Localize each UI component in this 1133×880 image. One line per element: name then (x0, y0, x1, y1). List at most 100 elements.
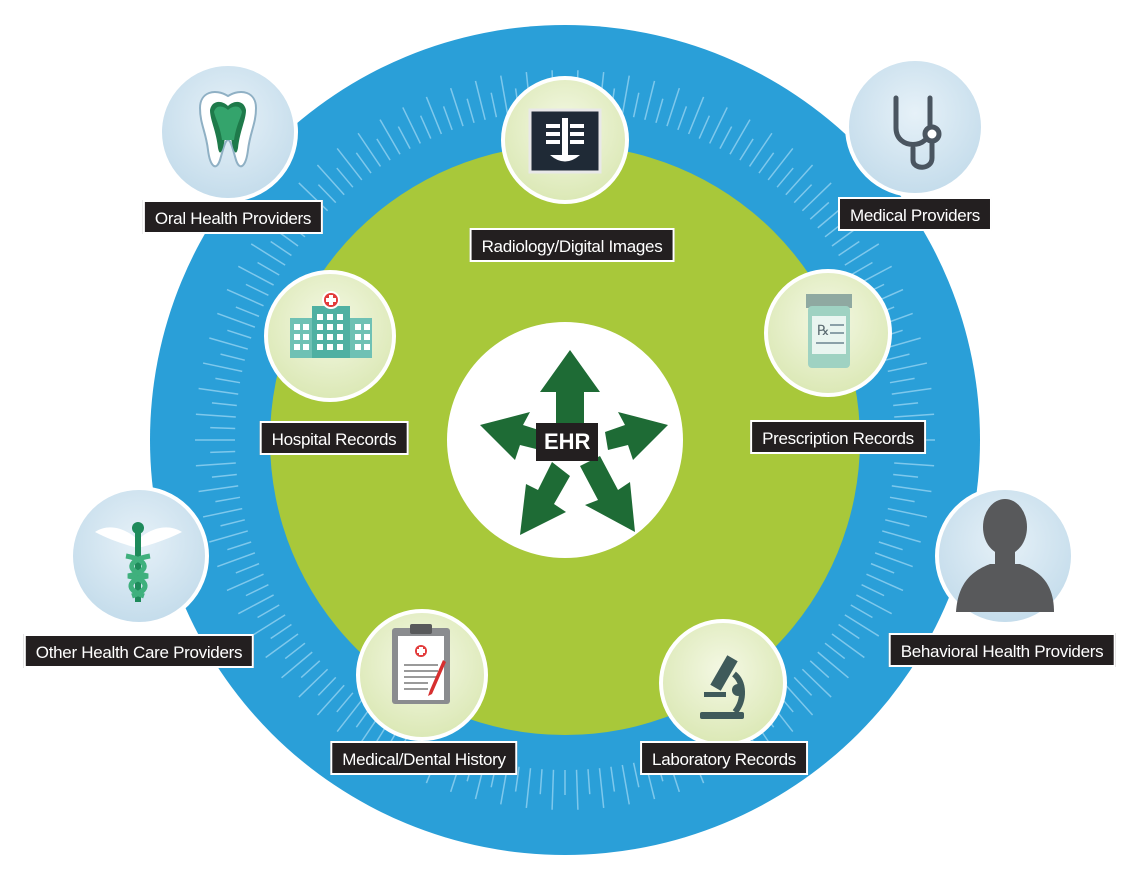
label-laboratory: Laboratory Records (640, 741, 808, 775)
ring-tick (250, 614, 286, 637)
clipboard-icon (392, 624, 450, 704)
ring-tick (729, 119, 751, 155)
ring-tick (226, 288, 264, 307)
ring-tick (235, 306, 260, 318)
microscope-icon (700, 655, 745, 719)
ring-tick (587, 769, 591, 795)
ring-tick (227, 329, 252, 339)
ring-tick (894, 462, 935, 467)
ring-tick (514, 766, 520, 792)
ring-tick (198, 387, 239, 395)
ring-tick (838, 623, 860, 640)
ring-tick (500, 75, 509, 116)
ring-tick (270, 623, 292, 640)
ring-tick (336, 167, 354, 188)
ring-tick (893, 402, 919, 407)
ring-tick (887, 362, 928, 373)
ring-tick (598, 768, 605, 809)
node-laboratory[interactable] (659, 619, 787, 747)
ring-tick (844, 614, 880, 637)
ring-tick (316, 684, 345, 716)
label-hospital: Hospital Records (259, 421, 409, 455)
ring-tick (209, 530, 248, 543)
ring-tick (621, 764, 630, 805)
ring-tick (632, 92, 640, 118)
ring-tick (698, 115, 711, 139)
label-prescription: Prescription Records (750, 420, 926, 454)
label-oral-health: Oral Health Providers (142, 200, 324, 234)
node-radiology[interactable] (501, 76, 629, 204)
ring-tick (237, 594, 274, 615)
node-other-providers[interactable] (69, 486, 209, 626)
ring-tick (817, 651, 849, 679)
ring-tick (793, 184, 813, 204)
node-medical-history[interactable] (356, 609, 488, 741)
ring-tick (316, 164, 345, 196)
ring-tick (539, 769, 543, 795)
ring-tick (758, 152, 775, 174)
ring-tick (632, 762, 640, 788)
ring-tick (449, 87, 464, 127)
ring-tick (202, 362, 243, 373)
ring-tick (245, 583, 269, 597)
ring-tick (878, 541, 903, 551)
ring-tick (211, 473, 237, 478)
label-radiology: Radiology/Digital Images (469, 228, 675, 262)
node-behavioral-health[interactable] (935, 486, 1075, 626)
ring-tick (257, 261, 280, 276)
node-oral-health[interactable] (158, 62, 298, 202)
ring-tick (551, 769, 555, 810)
ring-tick (357, 132, 382, 167)
ring-tick (250, 243, 286, 266)
label-medical-providers: Medical Providers (837, 197, 993, 231)
ring-tick (210, 450, 236, 454)
prescription-bottle-icon: ℞ (806, 294, 852, 368)
ring-tick (215, 496, 241, 503)
ring-tick (824, 642, 846, 660)
ring-tick (195, 462, 236, 467)
ring-tick (220, 353, 245, 361)
ring-tick (336, 147, 363, 181)
ring-tick (257, 604, 280, 619)
ring-tick (376, 138, 391, 161)
label-medical-history: Medical/Dental History (330, 741, 518, 775)
ring-tick (202, 507, 243, 518)
ring-tick (235, 562, 260, 574)
ring-tick (893, 473, 919, 478)
ring-tick (719, 126, 733, 149)
ring-tick (317, 184, 337, 204)
ring-tick (844, 243, 880, 266)
ring-tick (227, 541, 252, 551)
ehr-label: EHR (536, 423, 599, 461)
ring-tick (793, 676, 813, 696)
hospital-icon (290, 291, 372, 358)
node-hospital[interactable] (264, 270, 396, 402)
ring-tick (776, 167, 794, 188)
ring-tick (419, 115, 432, 139)
ehr-arrows-icon (480, 350, 668, 535)
node-prescription[interactable]: ℞ (764, 269, 892, 397)
ring-tick (748, 132, 773, 167)
ring-tick (739, 138, 754, 161)
ring-tick (237, 265, 274, 286)
ring-tick (317, 676, 337, 696)
ring-tick (575, 769, 579, 810)
ring-tick (245, 283, 269, 297)
ring-tick (425, 96, 443, 135)
ring-tick (355, 152, 372, 174)
ring-tick (215, 377, 241, 384)
ring-tick (490, 92, 498, 118)
ring-tick (298, 668, 329, 698)
ring-tick (300, 660, 321, 679)
node-medical-providers[interactable] (845, 57, 985, 197)
ring-tick (198, 485, 239, 493)
ring-tick (866, 573, 904, 592)
ring-tick (887, 507, 928, 518)
ring-tick (885, 519, 910, 527)
caduceus-icon (95, 522, 182, 602)
ring-tick (767, 147, 794, 181)
ring-tick (687, 96, 705, 135)
ring-tick (284, 642, 306, 660)
ring-tick (210, 426, 236, 430)
person-silhouette-icon (956, 499, 1054, 612)
